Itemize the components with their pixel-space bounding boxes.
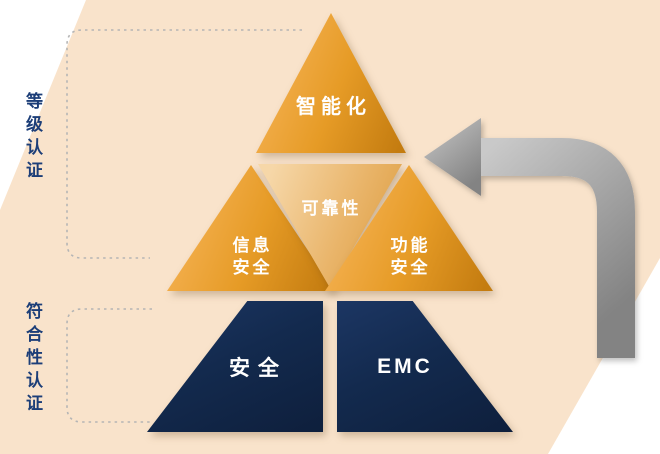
side-label-level-certification: 等级认证 [23, 92, 42, 184]
pyramid-middle-left-label-line2: 安全 [232, 257, 273, 277]
pyramid-top-label: 智能化 [296, 96, 371, 118]
pyramid-bottom-left-trapezoid: 安全 [147, 301, 323, 432]
pyramid-middle-right-label-line1: 功能 [390, 235, 431, 255]
side-label-conformity-certification: 符合性认证 [23, 302, 42, 417]
pyramid-middle-right-label-line2: 安全 [390, 257, 431, 277]
pyramid-middle-right-triangle: 功能 安全 [325, 165, 493, 291]
pyramid-top-triangle: 智能化 [256, 13, 406, 153]
pyramid-bottom-left-label: 安全 [229, 356, 287, 380]
pyramid-bottom-right-trapezoid: EMC [337, 301, 513, 432]
pyramid-bottom-right-label: EMC [377, 354, 433, 378]
pyramid-middle-center-label: 可靠性 [301, 199, 362, 218]
